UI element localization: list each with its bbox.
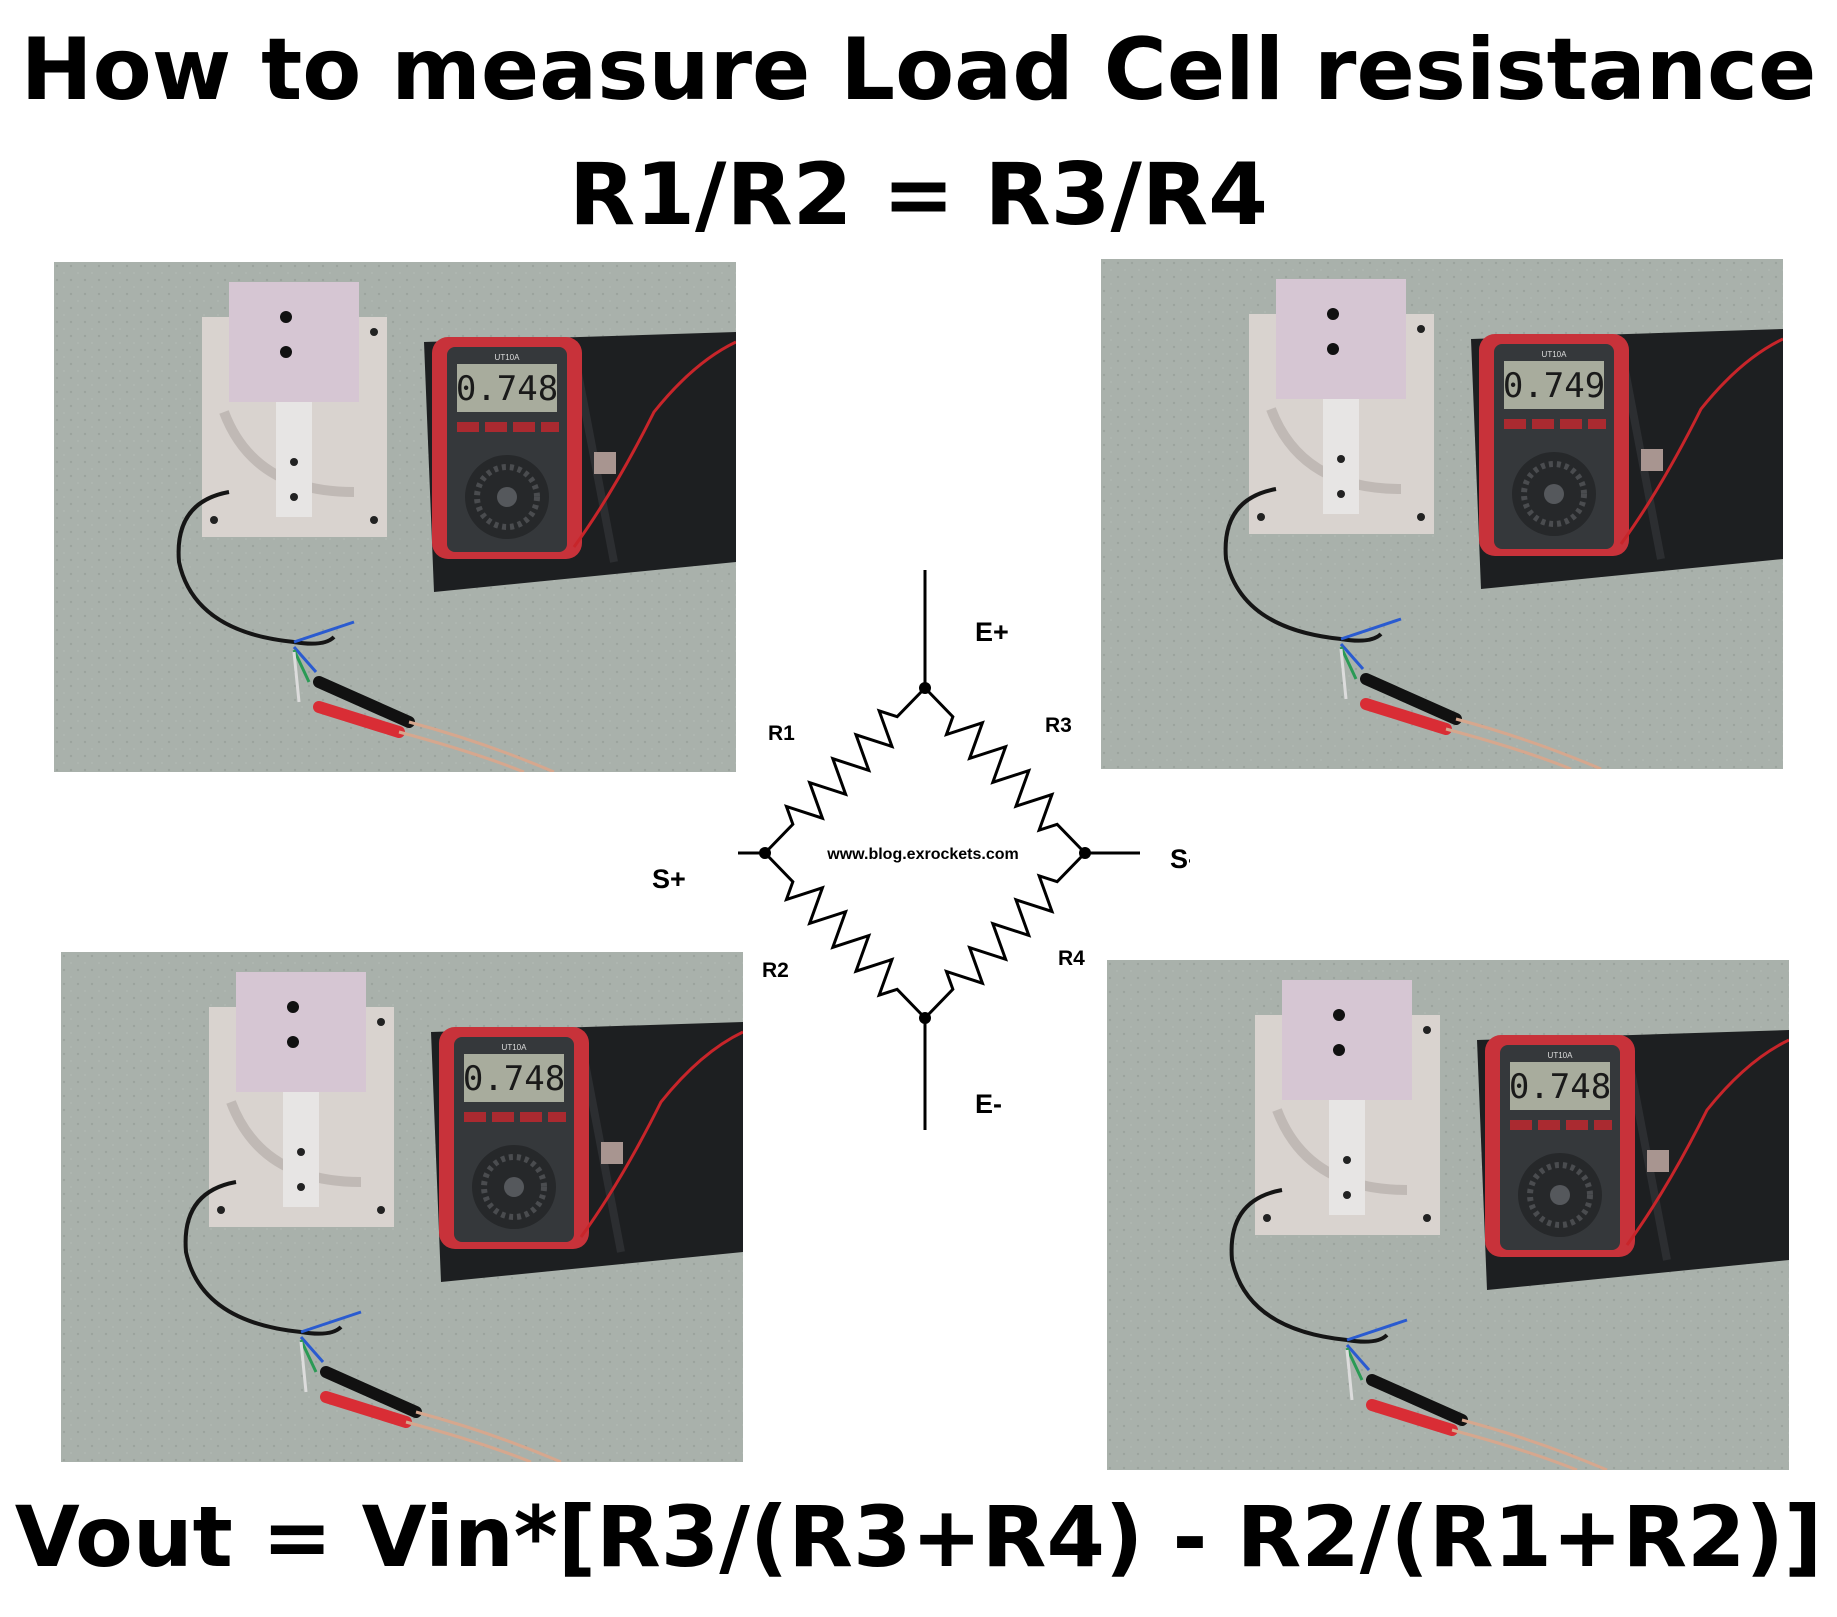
label-r2: R2: [762, 959, 789, 982]
red-lead: [579, 1030, 743, 1238]
resistor-r4: [923, 851, 1087, 1020]
black-clip: [320, 1366, 422, 1418]
red-clip: [1360, 698, 1452, 735]
terminal-e-minus: E-: [975, 1089, 1002, 1119]
watermark-url: www.blog.exrockets.com: [826, 846, 1018, 863]
multimeter-reading: 0.748: [456, 369, 558, 409]
node-top: [919, 682, 931, 694]
terminal-e-plus: E+: [975, 617, 1009, 647]
multimeter-reading: 0.749: [1503, 366, 1605, 406]
load-cell-top-block: [1276, 279, 1406, 399]
black-clip: [313, 676, 415, 728]
load-cell-top-block: [229, 282, 359, 402]
load-cell-cable: [1229, 1188, 1389, 1344]
page-title: How to measure Load Cell resistance: [20, 20, 1817, 120]
label-r3: R3: [1045, 714, 1072, 737]
photo-measurement-4: UT10A 0.748: [1107, 960, 1789, 1470]
multimeter-brand: UT10A: [1548, 1051, 1574, 1060]
multimeter-reading: 0.748: [463, 1059, 565, 1099]
multimeter-display: [1510, 1062, 1610, 1110]
resistor-r1: [763, 686, 927, 855]
output-voltage-formula: Vout = Vin*[R3/(R3+R4) - R2/(R1+R2)]: [14, 1488, 1823, 1586]
photo-measurement-1: UT10A 0.748: [54, 262, 736, 772]
multimeter-reading: 0.748: [1509, 1067, 1611, 1107]
label-r4: R4: [1058, 947, 1085, 970]
node-bottom: [919, 1012, 931, 1024]
load-cell-cable: [176, 490, 336, 646]
node-right: [1079, 847, 1091, 859]
load-cell-top-block: [236, 972, 366, 1092]
multimeter-display: [464, 1054, 564, 1102]
photo-measurement-3: UT10A 0.748: [61, 952, 743, 1462]
red-lead: [572, 340, 736, 548]
balance-equation: R1/R2 = R3/R4: [568, 145, 1268, 245]
red-lead: [1619, 337, 1783, 545]
multimeter-brand: UT10A: [1542, 350, 1568, 359]
node-left: [759, 847, 771, 859]
load-cell-cable: [1223, 487, 1383, 643]
load-cell-top-block: [1282, 980, 1412, 1100]
black-clip: [1360, 673, 1462, 725]
red-lead: [1625, 1038, 1789, 1246]
red-clip: [320, 1391, 412, 1428]
photo-measurement-2: UT10A 0.749: [1101, 259, 1783, 769]
terminal-s-plus: S+: [652, 864, 686, 894]
multimeter-display: [457, 364, 557, 412]
multimeter-display: [1504, 361, 1604, 409]
resistor-r3: [923, 686, 1087, 855]
black-clip: [1366, 1374, 1468, 1426]
resistor-r2: [763, 851, 927, 1020]
terminal-s-minus: S-: [1170, 844, 1190, 874]
red-clip: [313, 701, 405, 738]
wheatstone-bridge-diagram: E+ E- S+ S- R1 R3 R2 R4 www.blog.exrocke…: [652, 570, 1190, 1130]
red-clip: [1366, 1399, 1458, 1436]
multimeter-brand: UT10A: [502, 1043, 528, 1052]
label-r1: R1: [768, 722, 795, 745]
multimeter-brand: UT10A: [495, 353, 521, 362]
load-cell-cable: [183, 1180, 343, 1336]
